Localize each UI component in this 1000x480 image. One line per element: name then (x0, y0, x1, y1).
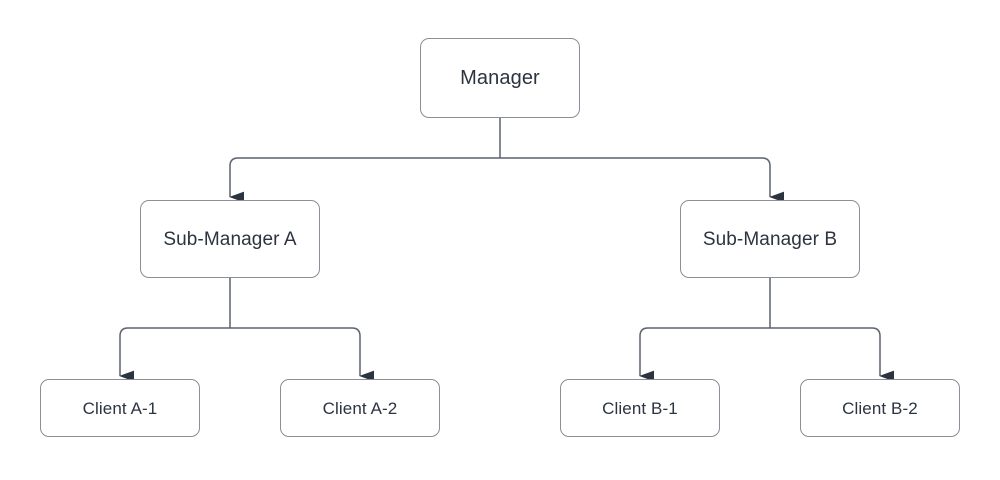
edge-manager-to-sub-manager-a (229, 157, 500, 203)
node-sub-manager-a-label: Sub-Manager A (163, 228, 297, 250)
node-client-b-2-label: Client B-2 (842, 398, 918, 418)
node-client-a-2-label: Client A-2 (322, 398, 398, 418)
node-sub-manager-a[interactable]: Sub-Manager A (140, 200, 320, 278)
node-manager[interactable]: Manager (420, 38, 580, 118)
node-client-b-1[interactable]: Client B-1 (560, 379, 720, 437)
node-client-b-1-label: Client B-1 (602, 398, 678, 418)
edge-sub-manager-b-to-client-b-1 (639, 327, 770, 382)
node-client-a-2[interactable]: Client A-2 (280, 379, 440, 437)
node-client-a-1-label: Client A-1 (82, 398, 158, 418)
edge-sub-manager-b-to-client-b-2 (770, 327, 895, 382)
node-sub-manager-b[interactable]: Sub-Manager B (680, 200, 860, 278)
node-manager-label: Manager (460, 67, 540, 89)
edge-sub-manager-a-to-client-a-1 (119, 327, 230, 382)
edge-sub-manager-a-to-client-a-2 (230, 327, 375, 382)
node-client-b-2[interactable]: Client B-2 (800, 379, 960, 437)
node-sub-manager-b-label: Sub-Manager B (702, 228, 838, 250)
edge-manager-to-sub-manager-b (500, 157, 785, 203)
node-client-a-1[interactable]: Client A-1 (40, 379, 200, 437)
